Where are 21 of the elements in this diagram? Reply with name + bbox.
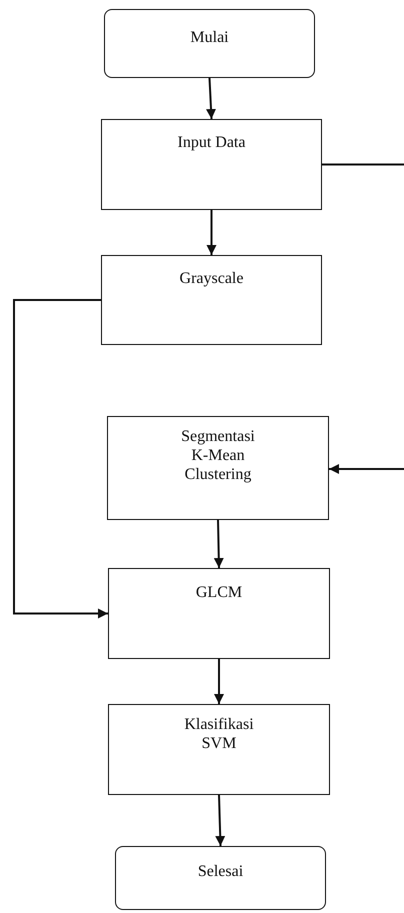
box-label: Selesai: [196, 862, 244, 881]
arrow: [206, 210, 216, 255]
arrow: [214, 520, 224, 568]
box-label: GLCM: [194, 583, 244, 602]
process-box: [107, 416, 329, 520]
arrow: [322, 164, 404, 474]
terminal-box: [104, 9, 315, 78]
process-box: [101, 255, 322, 345]
box-label: Mulai: [189, 28, 230, 47]
arrow: [206, 78, 216, 120]
box-label: Grayscale: [178, 269, 244, 288]
process-box: [101, 119, 322, 210]
box-label: Klasifikasi SVM: [183, 715, 255, 753]
terminal-box: [115, 846, 326, 910]
arrow: [214, 659, 224, 704]
process-box: [108, 568, 330, 659]
arrow: [13, 299, 108, 618]
box-label: Segmentasi K-Mean Clustering: [180, 427, 256, 484]
process-box: [108, 704, 330, 795]
arrow: [215, 794, 226, 846]
box-label: Input Data: [176, 133, 246, 152]
